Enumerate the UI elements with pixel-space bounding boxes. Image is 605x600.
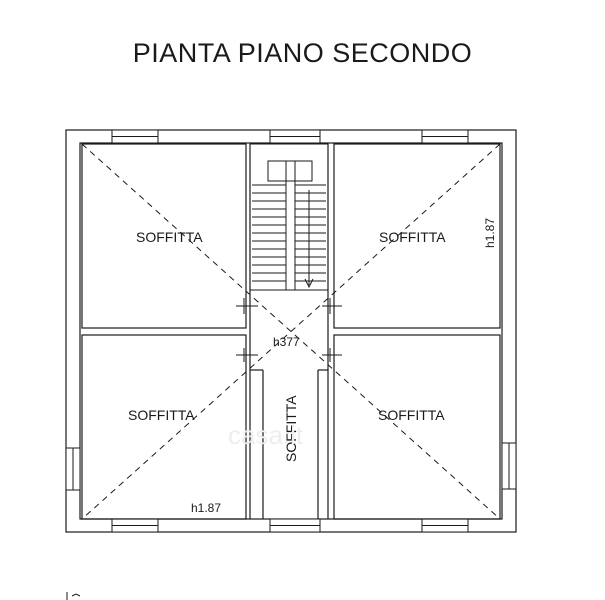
- plan-title: PIANTA PIANO SECONDO: [132, 38, 473, 68]
- windows: [65, 129, 517, 533]
- stair-steps: [252, 184, 326, 282]
- height-label-corridor: h377: [273, 335, 300, 349]
- stair-arrowhead: [304, 278, 314, 289]
- room-label-top-left: SOFFITTA: [136, 229, 203, 245]
- room-label-corridor: SOFFITTA: [283, 395, 299, 462]
- height-label-bottom-left: h1.87: [191, 501, 221, 515]
- room-label-bottom-left: SOFFITTA: [128, 407, 195, 423]
- staircase: [249, 143, 329, 291]
- room-label-top-right: SOFFITTA: [379, 229, 446, 245]
- roof-diagonals: [81, 143, 501, 520]
- watermark: casa.it: [228, 420, 304, 450]
- room-label-bottom-right: SOFFITTA: [378, 407, 445, 423]
- interior-walls: [81, 143, 501, 520]
- bottom-edge-marks: [66, 592, 81, 600]
- height-label-top-right: h1.87: [483, 218, 497, 248]
- door-marks: [236, 298, 342, 362]
